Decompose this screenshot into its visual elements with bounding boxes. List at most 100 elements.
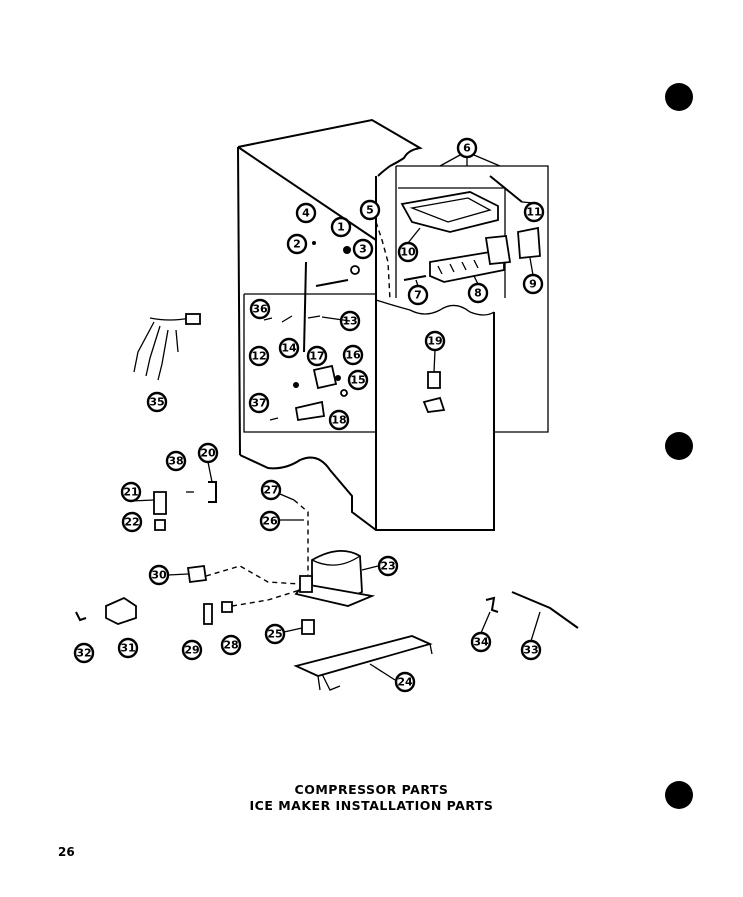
callout-8[interactable]: 8 bbox=[467, 282, 489, 304]
leader-lines bbox=[130, 154, 541, 681]
svg-text:28: 28 bbox=[223, 639, 238, 652]
fastener-parts bbox=[303, 241, 360, 353]
callout-10[interactable]: 10 bbox=[397, 241, 419, 263]
svg-text:3: 3 bbox=[359, 243, 367, 256]
svg-text:5: 5 bbox=[366, 204, 374, 217]
callout-36[interactable]: 36 bbox=[249, 298, 271, 320]
svg-text:6: 6 bbox=[463, 142, 471, 155]
svg-text:19: 19 bbox=[427, 335, 442, 348]
fitting-19-part bbox=[422, 371, 446, 413]
callout-12[interactable]: 12 bbox=[248, 345, 270, 367]
fill-tube-part bbox=[403, 275, 427, 281]
callout-21[interactable]: 21 bbox=[120, 481, 142, 503]
binder-hole-middle bbox=[665, 432, 693, 460]
ice-bucket-part bbox=[400, 191, 499, 233]
connector-29-line bbox=[231, 589, 301, 607]
callout-4[interactable]: 4 bbox=[295, 202, 317, 224]
callout-1[interactable]: 1 bbox=[330, 216, 352, 238]
callout-34[interactable]: 34 bbox=[470, 631, 492, 653]
harness-5-line bbox=[375, 221, 391, 301]
tube-27-line bbox=[293, 499, 309, 575]
callout-22[interactable]: 22 bbox=[121, 511, 143, 533]
svg-text:35: 35 bbox=[149, 396, 164, 409]
callout-6[interactable]: 6 bbox=[456, 137, 478, 159]
svg-text:29: 29 bbox=[184, 644, 199, 657]
base-plate-24-part bbox=[293, 635, 433, 691]
cabinet-outline bbox=[237, 118, 495, 531]
svg-text:16: 16 bbox=[345, 349, 361, 362]
svg-text:31: 31 bbox=[120, 642, 135, 655]
callout-14[interactable]: 14 bbox=[278, 337, 300, 359]
callout-27[interactable]: 27 bbox=[260, 479, 282, 501]
svg-text:23: 23 bbox=[380, 560, 395, 573]
callout-3[interactable]: 3 bbox=[352, 238, 374, 260]
callout-30[interactable]: 30 bbox=[148, 564, 170, 586]
svg-text:17: 17 bbox=[309, 350, 324, 363]
mounting-plate-part bbox=[517, 226, 541, 259]
svg-text:15: 15 bbox=[350, 374, 365, 387]
compressor-part bbox=[294, 550, 376, 607]
callout-2[interactable]: 2 bbox=[286, 233, 308, 255]
grommet-25-part bbox=[301, 619, 315, 635]
water-valve-part bbox=[263, 315, 348, 422]
svg-text:33: 33 bbox=[523, 644, 538, 657]
svg-text:30: 30 bbox=[151, 569, 167, 582]
binder-hole-top bbox=[665, 83, 693, 111]
svg-text:32: 32 bbox=[76, 647, 91, 660]
binder-hole-bottom bbox=[665, 781, 693, 809]
callout-13[interactable]: 13 bbox=[339, 310, 361, 332]
svg-text:34: 34 bbox=[473, 636, 489, 649]
callout-17[interactable]: 17 bbox=[306, 345, 328, 367]
svg-text:18: 18 bbox=[331, 414, 346, 427]
callout-38[interactable]: 38 bbox=[165, 450, 187, 472]
svg-text:20: 20 bbox=[200, 447, 216, 460]
page-number: 26 bbox=[58, 845, 75, 859]
callout-19[interactable]: 19 bbox=[424, 330, 446, 352]
svg-text:14: 14 bbox=[281, 342, 297, 355]
svg-text:21: 21 bbox=[123, 486, 138, 499]
callout-31[interactable]: 31 bbox=[117, 637, 139, 659]
callout-32[interactable]: 32 bbox=[73, 642, 95, 664]
svg-text:2: 2 bbox=[293, 238, 301, 251]
svg-text:22: 22 bbox=[124, 516, 139, 529]
svg-text:25: 25 bbox=[267, 628, 282, 641]
callout-33[interactable]: 33 bbox=[520, 639, 542, 661]
callout-16[interactable]: 16 bbox=[342, 344, 364, 366]
callout-5[interactable]: 5 bbox=[359, 199, 381, 221]
svg-text:26: 26 bbox=[262, 515, 278, 528]
cable-33-part bbox=[511, 591, 579, 629]
callout-37[interactable]: 37 bbox=[248, 392, 270, 414]
callout-24[interactable]: 24 bbox=[394, 671, 416, 693]
svg-text:9: 9 bbox=[529, 278, 537, 291]
svg-text:37: 37 bbox=[251, 397, 266, 410]
callout-20[interactable]: 20 bbox=[197, 442, 219, 464]
callout-7[interactable]: 7 bbox=[407, 284, 429, 306]
connector-30-line bbox=[205, 565, 301, 585]
wiring-harness-35-part bbox=[133, 313, 201, 381]
valve-sub-box bbox=[243, 293, 376, 433]
callout-23[interactable]: 23 bbox=[377, 555, 399, 577]
callout-35[interactable]: 35 bbox=[146, 391, 168, 413]
svg-text:10: 10 bbox=[400, 246, 416, 259]
relay-parts bbox=[153, 481, 217, 531]
callout-9[interactable]: 9 bbox=[522, 273, 544, 295]
svg-text:12: 12 bbox=[251, 350, 266, 363]
callout-26[interactable]: 26 bbox=[259, 510, 281, 532]
caption-ice-maker-installation-parts: ICE MAKER INSTALLATION PARTS bbox=[249, 798, 494, 813]
ice-maker-unit-part bbox=[429, 235, 512, 283]
svg-text:24: 24 bbox=[397, 676, 413, 689]
callout-18[interactable]: 18 bbox=[328, 409, 350, 431]
caption-compressor-parts: COMPRESSOR PARTS bbox=[294, 782, 449, 797]
svg-text:36: 36 bbox=[252, 303, 268, 316]
callout-11[interactable]: 11 bbox=[523, 201, 545, 223]
callout-15[interactable]: 15 bbox=[347, 369, 369, 391]
terminal-parts bbox=[75, 564, 233, 625]
clip-34-part bbox=[485, 596, 499, 613]
callout-29[interactable]: 29 bbox=[181, 639, 203, 661]
callout-28[interactable]: 28 bbox=[220, 634, 242, 656]
svg-text:27: 27 bbox=[263, 484, 278, 497]
callout-25[interactable]: 25 bbox=[264, 623, 286, 645]
svg-text:4: 4 bbox=[302, 207, 310, 220]
svg-text:38: 38 bbox=[168, 455, 183, 468]
